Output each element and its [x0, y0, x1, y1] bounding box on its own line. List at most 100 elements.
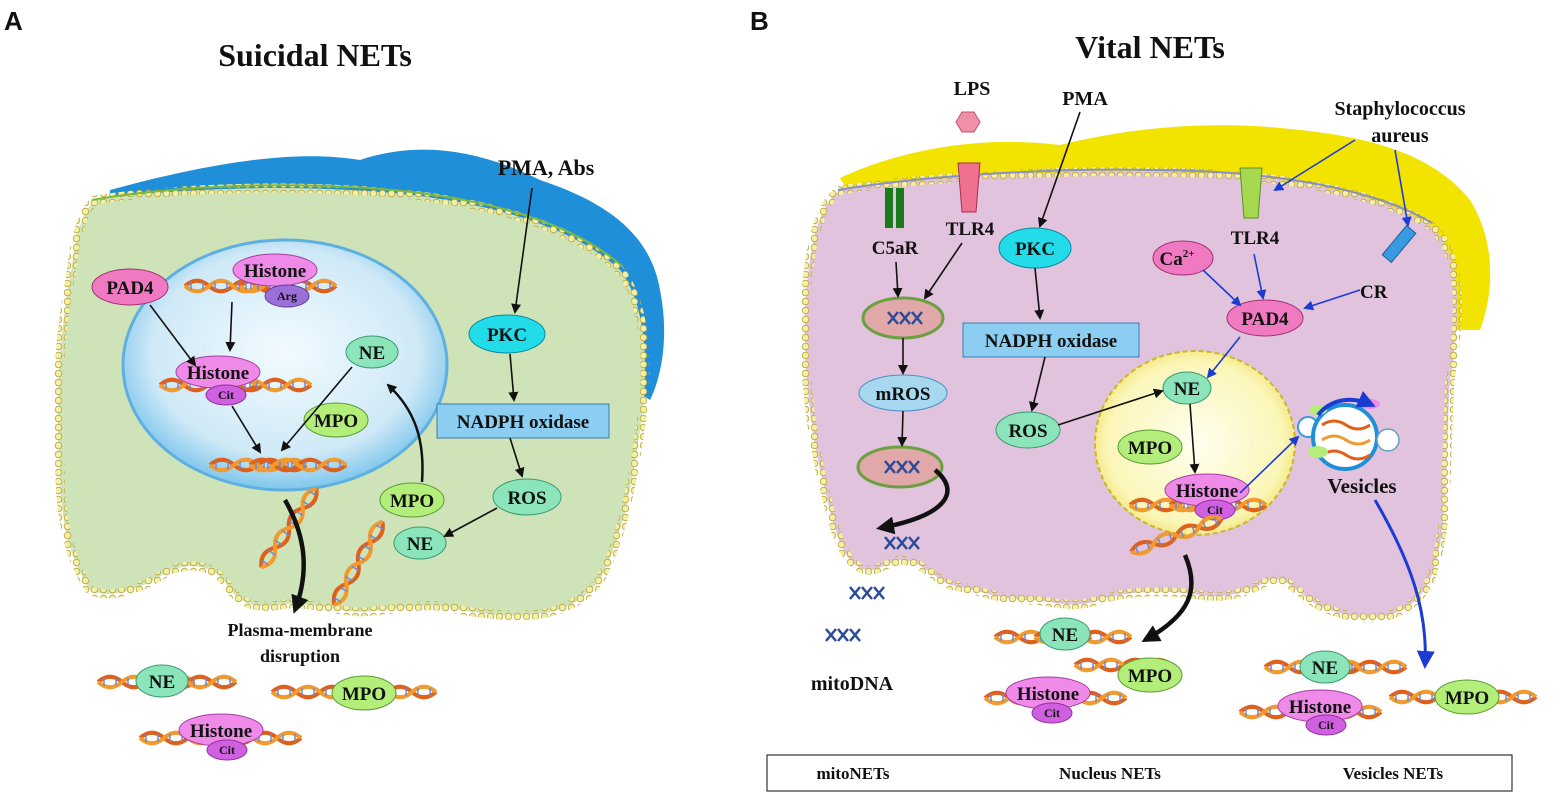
- pkc-node: PKC: [998, 227, 1072, 269]
- pad4-label: PAD4: [106, 278, 154, 299]
- footer-mitonets: mitoNETs: [816, 764, 889, 783]
- histone-label: Histone: [187, 363, 249, 384]
- ne-label: NE: [407, 534, 433, 555]
- c5ar-receptor: [885, 188, 904, 228]
- panel-b-letter: B: [750, 6, 769, 36]
- staph-label-line1: Staphylococcus: [1334, 98, 1465, 120]
- mpo-node: MPO: [303, 402, 369, 438]
- lps-label: LPS: [954, 78, 991, 100]
- tlr4-receptor: [1239, 167, 1263, 219]
- histone-label: Histone: [1289, 697, 1351, 718]
- staph-label-line2: aureus: [1371, 125, 1429, 147]
- vesicle-cluster: [1297, 399, 1400, 471]
- tlr4-label: TLR4: [946, 219, 995, 240]
- ne-node: NE: [1162, 371, 1212, 405]
- membrane-outline: [837, 168, 1433, 224]
- pkc-label: PKC: [487, 325, 527, 346]
- membrane: [800, 167, 1462, 623]
- panel-a-title: Suicidal NETs: [218, 37, 412, 73]
- cit-label: Cit: [1318, 718, 1334, 732]
- mpo-label: MPO: [1445, 688, 1489, 709]
- cit-label: Cit: [219, 743, 235, 757]
- histone-label: Histone: [190, 721, 252, 742]
- panel-a-arrows: [149, 187, 533, 614]
- cr-label: CR: [1360, 282, 1388, 303]
- histone-arg-node: Histone Arg: [232, 253, 318, 308]
- nadph-node: NADPH oxidase: [962, 322, 1140, 358]
- mpo-node: MPO: [331, 675, 397, 711]
- panel-b-black-arrows: [876, 111, 1200, 642]
- histone-label: Histone: [1176, 481, 1238, 502]
- nucleus: [121, 238, 449, 492]
- mros-label: mROS: [876, 384, 931, 405]
- ros-node: ROS: [492, 478, 562, 516]
- mpo-label: MPO: [1128, 438, 1172, 459]
- footer-nucleusnets: Nucleus NETs: [1059, 764, 1161, 783]
- ca-node: Ca2+: [1152, 240, 1214, 276]
- mpo-label: MPO: [1128, 666, 1172, 687]
- mros-node: mROS: [858, 374, 948, 412]
- disruption-line2: disruption: [260, 646, 340, 666]
- ne-label: NE: [359, 343, 385, 364]
- ca-label: Ca2+: [1159, 248, 1194, 270]
- pad4-node: PAD4: [1226, 299, 1304, 337]
- histone-cit-node: Histone Cit: [175, 355, 261, 406]
- ne-label: NE: [1312, 658, 1338, 679]
- histone-cit-node: Histone Cit: [1164, 473, 1250, 521]
- pkc-label: PKC: [1015, 239, 1055, 260]
- disruption-line1: Plasma-membrane: [228, 620, 373, 640]
- histone-cit-node: Histone Cit: [178, 713, 264, 761]
- pma-label: PMA: [1062, 88, 1108, 110]
- ne-node: NE: [1039, 617, 1091, 651]
- mpo-node: MPO: [1434, 679, 1500, 715]
- ne-label: NE: [149, 672, 175, 693]
- cit-label: Cit: [1044, 706, 1060, 720]
- cr-receptor: [1381, 224, 1417, 264]
- cit-label: Cit: [1207, 503, 1223, 517]
- mito-dna-fragment: [824, 627, 862, 643]
- tlr4-label: TLR4: [1231, 228, 1280, 249]
- nadph-node: NADPH oxidase: [436, 403, 610, 439]
- ne-node: NE: [393, 526, 447, 560]
- arg-label: Arg: [277, 289, 297, 303]
- ne-label: NE: [1052, 625, 1078, 646]
- ne-node: NE: [345, 335, 399, 369]
- footer-vesiclesnets: Vesicles NETs: [1343, 764, 1444, 783]
- mitodna-label: mitoDNA: [811, 673, 894, 695]
- ros-label: ROS: [1008, 421, 1047, 442]
- c5ar-label: C5aR: [872, 238, 919, 259]
- mito-dna-fragment: [848, 585, 886, 601]
- vesicles-label: Vesicles: [1327, 474, 1396, 498]
- ne-node: NE: [1299, 650, 1351, 684]
- membrane-outline: [91, 184, 623, 267]
- ros-label: ROS: [507, 488, 546, 509]
- histone-label: Histone: [244, 261, 306, 282]
- footer-table: [766, 754, 1513, 792]
- histone-cit-node: Histone Cit: [1005, 676, 1091, 724]
- ne-label: NE: [1174, 379, 1200, 400]
- panel-b-blue-arrows: [1202, 139, 1435, 669]
- histone-label: Histone: [1017, 684, 1079, 705]
- mpo-node: MPO: [379, 482, 445, 518]
- tlr4-receptor: [957, 162, 981, 213]
- mitochondrion: [856, 445, 944, 489]
- pad4-node: PAD4: [91, 268, 169, 306]
- mpo-node: MPO: [1117, 657, 1183, 693]
- mpo-label: MPO: [390, 491, 434, 512]
- suicidal-cell: [53, 149, 665, 621]
- ne-node: NE: [135, 664, 189, 698]
- mpo-node: MPO: [1117, 429, 1183, 465]
- blue-cap: [110, 149, 665, 400]
- mpo-label: MPO: [342, 684, 386, 705]
- cit-label: Cit: [218, 388, 234, 402]
- nadph-label: NADPH oxidase: [985, 331, 1117, 352]
- panel-a-letter: A: [4, 6, 23, 36]
- histone-cit-node: Histone Cit: [1277, 689, 1363, 736]
- mpo-label: MPO: [314, 411, 358, 432]
- pkc-node: PKC: [468, 314, 546, 354]
- stimulus-label: PMA, Abs: [498, 155, 595, 180]
- lps-particle: [955, 111, 981, 133]
- mitochondrion: [861, 296, 945, 340]
- pad4-label: PAD4: [1241, 309, 1289, 330]
